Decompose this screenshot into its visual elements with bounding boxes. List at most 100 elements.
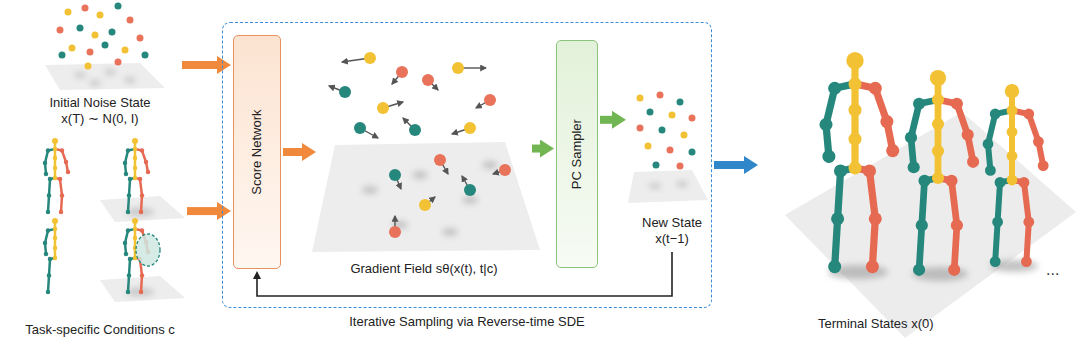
terminal-skeletons-part: [828, 260, 1038, 281]
flow-arrow: [532, 145, 540, 153]
condition-skeletons-part: [135, 148, 150, 214]
flow-arrow: [187, 207, 217, 215]
noise-point-cloud-part: [115, 3, 122, 10]
node-label: Task-specific Conditions c: [25, 322, 175, 338]
new-state-points-part: [659, 127, 666, 134]
gradient-field-part: [462, 196, 478, 204]
sampling-loop-frame: Iterative Sampling via Reverse-time SDES…: [222, 22, 712, 308]
gradient-field-part: [464, 122, 476, 134]
ellipsis-label: ...: [1046, 262, 1059, 278]
noise-point-cloud-part: [59, 52, 66, 59]
noise-point-cloud-part: [69, 45, 76, 52]
noise-point-cloud-part: [102, 42, 109, 49]
noise-point-cloud: [45, 3, 165, 91]
noise-point-cloud-part: [74, 72, 86, 78]
noise-point-cloud-part: [87, 49, 94, 56]
gradient-field-part: [362, 161, 498, 236]
flow-arrow: [283, 148, 302, 156]
flow-arrow: [182, 61, 217, 69]
condition-skeletons-part: [52, 138, 58, 180]
new-state-points-part: [667, 147, 674, 154]
flow-arrow: [600, 116, 612, 124]
noise-point-cloud-part: [65, 9, 72, 16]
new-state-points-part: [647, 109, 654, 116]
noise-point-cloud-part: [74, 69, 136, 86]
new-state-points-part: [676, 181, 688, 187]
noise-point-cloud-part: [127, 17, 134, 24]
gradient-field-part: [354, 122, 366, 134]
new-state-points-part: [628, 170, 708, 203]
new-state-points: [628, 92, 708, 204]
noise-point-cloud-part: [57, 27, 64, 34]
noise-point-cloud-part: [92, 32, 99, 39]
new-state-points-part: [637, 125, 644, 132]
gradient-field-part: [389, 169, 401, 181]
noise-point-cloud-part: [104, 69, 116, 75]
gradient-field-part: [389, 226, 401, 238]
gradient-field-part: [364, 52, 376, 64]
noise-point-cloud-part: [82, 5, 89, 12]
noise-stage: Initial Noise Statex(T) ∼ N(0, I): [20, 0, 180, 130]
flow-arrow: [714, 161, 744, 169]
noise-point-cloud-part: [124, 77, 136, 83]
noise-point-cloud-part: [89, 80, 101, 86]
terminal-skeletons: [785, 52, 1076, 338]
noise-point-cloud-part: [45, 63, 165, 90]
process-box: PC Sampler: [556, 40, 598, 268]
node-label: x(T) ∼ N(0, I): [61, 111, 138, 127]
process-box: Score Network: [233, 35, 281, 269]
gradient-field-part: [362, 186, 378, 194]
terminal-skeletons-part: [846, 52, 863, 175]
new-state-points-part: [637, 95, 644, 102]
frame-caption: Iterative Sampling via Reverse-time SDE: [223, 314, 711, 330]
gradient-field-part: [442, 228, 458, 236]
noise-point-cloud-part: [137, 35, 144, 42]
condition-skeletons-part: [136, 234, 160, 266]
gradient-field-part: [412, 171, 428, 179]
gradient-field-part: [419, 199, 431, 211]
new-state-points-part: [669, 112, 676, 119]
new-state-points-part: [657, 92, 664, 99]
condition-skeletons: [43, 138, 185, 302]
gradient-field-part: [482, 161, 498, 169]
noise-point-cloud-part: [77, 25, 84, 32]
terminal-skeletons-part: [1005, 84, 1019, 185]
new-state-points-part: [645, 143, 652, 150]
gradient-field-part: [409, 124, 421, 136]
terminal-skeletons-part: [938, 98, 979, 276]
gradient-stage: Gradient Field sθ(x(t), t|c): [318, 32, 530, 280]
new-state-points-part: [649, 183, 661, 189]
terminal-skeletons-part: [1012, 109, 1049, 267]
new-state-points-part: [677, 99, 684, 106]
gradient-field-part: [452, 62, 464, 74]
noise-point-cloud-part: [85, 63, 92, 70]
state-stage: New State x(t−1): [628, 60, 716, 250]
new-state-points-part: [681, 132, 688, 139]
terminal-skeletons-part: [855, 82, 899, 273]
node-label: New State x(t−1): [628, 215, 716, 248]
condition-skeletons-part: [55, 148, 70, 214]
gradient-field-part: [377, 102, 389, 114]
new-state-points-part: [689, 115, 696, 122]
noise-point-cloud-part: [142, 52, 149, 59]
new-state-points-part: [649, 181, 688, 189]
gradient-field-part: [329, 58, 505, 232]
gradient-field-part: [434, 154, 446, 166]
noise-point-cloud-part: [115, 59, 122, 66]
gradient-field-part: [422, 74, 434, 86]
new-state-points-part: [653, 162, 660, 169]
gradient-field-part: [312, 142, 540, 252]
gradient-field-part: [339, 86, 351, 98]
gradient-field-part: [339, 52, 511, 238]
noise-point-cloud-part: [57, 3, 149, 70]
new-state-points-part: [689, 149, 696, 156]
gradient-field-part: [484, 94, 496, 106]
condition-skeletons-part: [132, 138, 138, 180]
new-state-points-part: [677, 163, 684, 170]
gradient-field-part: [396, 66, 408, 78]
node-label: Gradient Field sθ(x(t), t|c): [350, 261, 497, 277]
noise-point-cloud-part: [109, 29, 116, 36]
node-label: Initial Noise State: [49, 95, 150, 111]
